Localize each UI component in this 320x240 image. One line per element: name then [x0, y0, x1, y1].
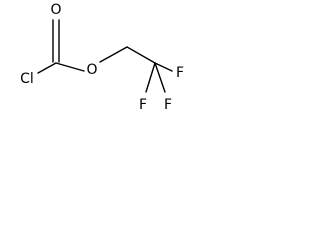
chlorine-label: Cl — [20, 71, 34, 87]
fluorine-bottom-right-label: F — [164, 97, 172, 113]
atom-labels: O Cl O F F F — [20, 2, 184, 113]
carbon-fluorine-bottom-left-bond — [145, 62, 156, 93]
bonds — [37, 19, 173, 93]
methylene-cf3-bond — [126, 46, 156, 64]
oxygen-methylene-bond — [99, 46, 128, 63]
fluorine-right-label: F — [176, 65, 184, 81]
carbonyl-oxygen-label: O — [50, 2, 61, 18]
carbon-chlorine-bond — [37, 62, 57, 74]
carbon-fluorine-right-bond — [154, 62, 173, 72]
carbon-fluorine-bottom-right-bond — [154, 62, 166, 93]
carbon-ester-oxygen-bond — [55, 62, 85, 72]
fluorine-bottom-left-label: F — [139, 97, 147, 113]
chemical-structure: O Cl O F F F — [20, 2, 184, 113]
ester-oxygen-label: O — [86, 62, 97, 78]
